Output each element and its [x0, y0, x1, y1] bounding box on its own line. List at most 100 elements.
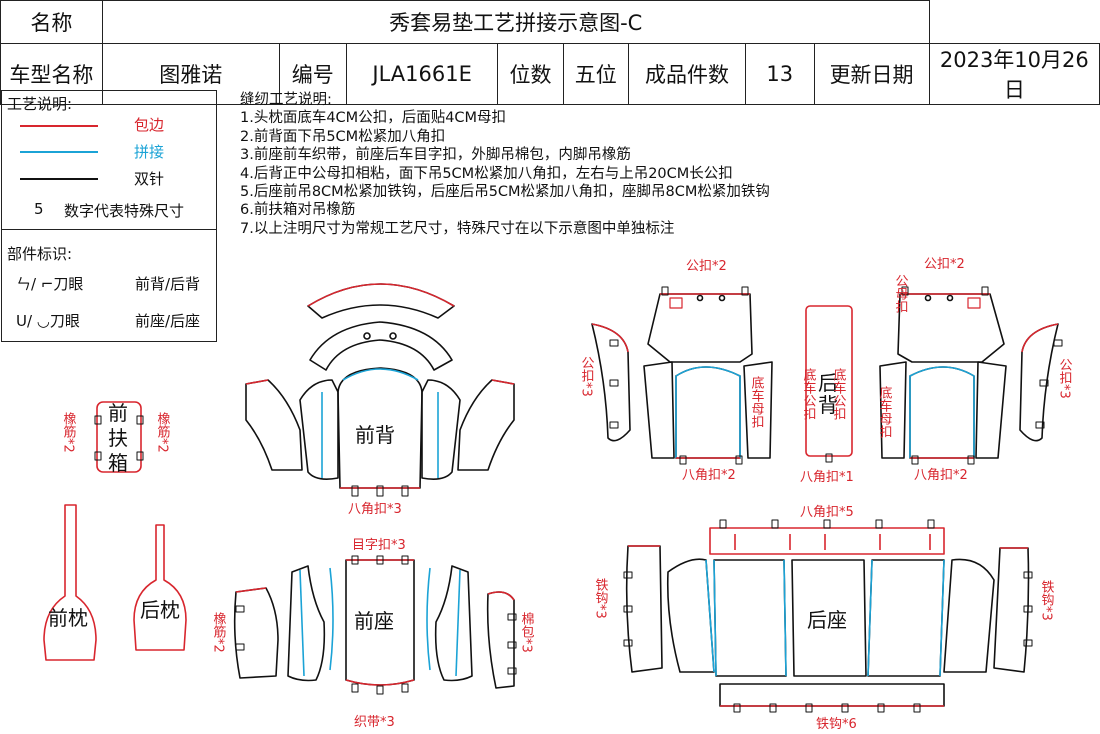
- digit-note: 数字代表特殊尺寸: [64, 202, 185, 220]
- rear-seat-panel-3: [867, 559, 945, 677]
- front-headrest-label: 前枕: [48, 606, 88, 630]
- pieces-label: 成品件数: [627, 43, 747, 105]
- rear-headrest-outline: [133, 524, 187, 651]
- model-label: 车型名称: [0, 43, 103, 105]
- seats-value: 五位: [562, 43, 629, 105]
- legend-label-splice: 拼接: [134, 143, 165, 161]
- annotation-rear-seat-top: 八角扣*5: [800, 505, 854, 520]
- rear-back-left-side: [643, 361, 675, 459]
- headrests-group: [43, 504, 187, 661]
- rear-back-right-group: [879, 286, 1063, 465]
- note-line: 1.头枕面底车4CM公扣，后面贴4CM母扣: [240, 110, 507, 127]
- parts-row2-symbol: U/ ◡刀眼: [16, 312, 80, 330]
- legend-box: 工艺说明: 包边 拼接 双针 5 数字代表特殊尺寸 部件标识: ㄣ/ ⌐刀眼 前…: [1, 90, 217, 342]
- annotation-rear-back-bottom-right: 八角扣*2: [914, 468, 968, 483]
- front-back-left-side: [299, 379, 339, 480]
- front-back-left-wing: [245, 379, 303, 471]
- note-line: 2.前背面下吊5CM松紧加八角扣: [240, 128, 446, 145]
- front-seat-left-inner: [287, 565, 326, 682]
- rear-seat-label: 后座: [807, 608, 847, 632]
- rear-headrest-label: 后枕: [140, 598, 180, 622]
- rear-back-char1: 后: [818, 371, 838, 395]
- armrest-char1: 前: [108, 401, 128, 425]
- front-armrest-group: [94, 401, 144, 473]
- annotation-rear-back-right-side: 公扣*3: [1057, 358, 1073, 399]
- parts-row1-symbol: ㄣ/ ⌐刀眼: [16, 275, 84, 293]
- rear-back-right-inner: [879, 361, 907, 459]
- annotation-front-seat-bottom: 织带*3: [354, 715, 395, 730]
- annotation-rear-back-bottom-center: 八角扣*1: [800, 470, 854, 485]
- legend-divider: [2, 229, 216, 230]
- rear-back-left-center: [675, 366, 741, 459]
- rear-back-left-inner: [743, 361, 773, 459]
- header-table: 名称 秀套易垫工艺拼接示意图-C 车型名称 图雅诺 编号 JLA1661E 位数…: [0, 0, 1100, 105]
- rear-back-right-side: [975, 361, 1007, 459]
- seats-label: 位数: [497, 43, 564, 105]
- rear-seat-top-flap: [709, 527, 945, 555]
- updated-value: 2023年10月26日: [928, 43, 1100, 105]
- front-back-headrest-band: [309, 321, 453, 371]
- code-value: JLA1661E: [345, 43, 499, 105]
- annotation-rear-back-right-top: 公扣*2: [924, 257, 965, 272]
- front-seat-group: [233, 555, 517, 695]
- note-line: 7.以上注明尺寸为常规工艺尺寸，特殊尺寸在以下示意图中单独标注: [240, 220, 675, 237]
- parts-row1-meaning: 前背/后背: [135, 275, 201, 293]
- rear-back-center-strip: [805, 305, 853, 457]
- front-back-group: [245, 283, 515, 497]
- rear-seat-right-outer: [993, 547, 1030, 673]
- annotation-rear-seat-right: 铁钩*3: [1039, 580, 1055, 621]
- front-seat-right-inner: [434, 565, 473, 682]
- armrest-char2: 扶: [108, 426, 128, 450]
- front-back-right-wing: [457, 379, 515, 471]
- note-line: 3.前座前车织带，前座后车目字扣，外脚吊棉包，内脚吊橡筋: [240, 147, 631, 164]
- annotation-rear-back-bottom-left: 八角扣*2: [682, 468, 736, 483]
- front-seat-label: 前座: [354, 609, 394, 633]
- annotation-armrest-left: 橡筋*2: [61, 412, 77, 453]
- front-back-right-side: [421, 379, 461, 480]
- annotation-rear-back-inner-right: 底车母扣: [877, 385, 893, 438]
- annotation-armrest-right: 橡筋*2: [155, 412, 171, 453]
- splice-line: [20, 151, 98, 153]
- updated-label: 更新日期: [813, 43, 930, 105]
- rear-seat-right-side: [943, 558, 995, 673]
- front-armrest-outline: [96, 401, 142, 473]
- annotation-rear-back-left-top: 公扣*2: [686, 259, 727, 274]
- digit-symbol: 5: [34, 200, 44, 218]
- pieces-value: 13: [745, 43, 815, 105]
- double-stitch-line: [20, 178, 98, 180]
- rear-back-center-group: [805, 305, 853, 463]
- rear-seat-panel-1: [713, 559, 787, 677]
- annotation-front-seat-top: 目字扣*3: [352, 538, 406, 553]
- rear-back-left-top: [647, 293, 753, 363]
- front-back-label: 前背: [355, 423, 395, 447]
- front-seat-left-outer: [233, 587, 279, 679]
- legend-title: 工艺说明:: [7, 95, 73, 113]
- annotation-rear-seat-bottom: 铁钩*6: [816, 717, 857, 732]
- rear-seat-bottom-flap: [719, 683, 945, 707]
- rear-seat-left-side: [666, 558, 715, 673]
- model-value: 图雅诺: [101, 43, 280, 105]
- note-line: 6.前扶箱对吊橡筋: [240, 202, 356, 219]
- annotation-front-back-bottom: 八角扣*3: [348, 502, 402, 517]
- rear-seat-left-outer: [625, 545, 663, 673]
- annotation-rear-back-headrest-note: 公母扣: [893, 274, 909, 313]
- page-title: 秀套易垫工艺拼接示意图-C: [101, 0, 930, 44]
- name-label: 名称: [0, 0, 103, 44]
- sewing-notes: 缝纫工艺说明: 1.头枕面底车4CM公扣，后面贴4CM母扣 2.前背面下吊5CM…: [240, 91, 770, 238]
- parts-row2-meaning: 前座/后座: [135, 312, 201, 330]
- annotation-rear-back-inner-left: 底车母扣: [749, 375, 765, 428]
- annotation-rear-seat-left: 铁钩*3: [593, 578, 609, 619]
- front-headrest-outline: [43, 504, 97, 661]
- legend-label-binding: 包边: [134, 116, 165, 134]
- front-back-top-strip: [307, 283, 455, 319]
- rear-back-left-group: [591, 286, 773, 465]
- edge-binding-line: [20, 125, 98, 127]
- notes-title: 缝纫工艺说明:: [240, 92, 332, 108]
- note-line: 5.后座前吊8CM松紧加铁钩，后座后吊5CM松紧加八角扣，座脚吊8CM松紧加铁钩: [240, 184, 770, 201]
- annotation-rear-back-center-right: 底车公扣: [831, 367, 847, 420]
- legend-label-double: 双针: [134, 170, 165, 188]
- annotation-front-seat-left: 橡筋*2: [211, 612, 227, 653]
- rear-seat-group: [623, 519, 1033, 713]
- rear-back-right-center: [909, 366, 975, 459]
- armrest-char3: 箱: [108, 451, 128, 475]
